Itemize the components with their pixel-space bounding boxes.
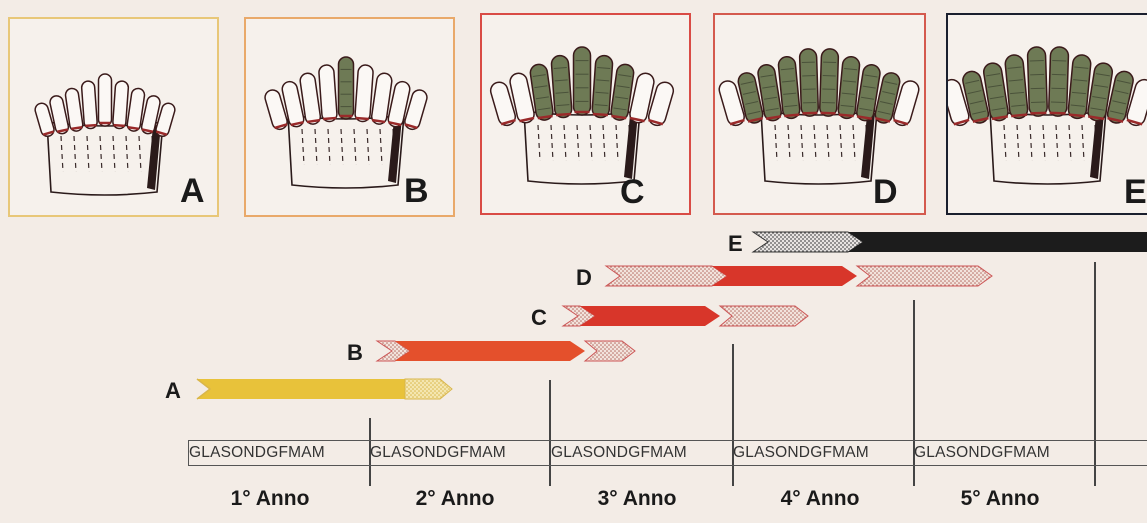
stage-bar-a [197, 379, 452, 399]
year-label-2: 2° Anno [385, 487, 525, 511]
months-year-2: GLASONDGFMAM [370, 441, 550, 465]
months-year-4: GLASONDGFMAM [733, 441, 913, 465]
months-year-3: GLASONDGFMAM [551, 441, 731, 465]
year-label-4: 4° Anno [750, 487, 890, 511]
months-year-5: GLASONDGFMAM [914, 441, 1094, 465]
stage-label-e: E [728, 231, 743, 257]
months-year-1: GLASONDGFMAM [189, 441, 369, 465]
month-timeline: GLASONDGFMAM GLASONDGFMAM GLASONDGFMAM G… [188, 440, 1147, 466]
stage-bar-b [377, 341, 635, 361]
stage-label-d: D [576, 265, 592, 291]
year-label-1: 1° Anno [200, 487, 340, 511]
stage-bar-d [606, 266, 992, 286]
stage-bar-c [563, 306, 808, 326]
stage-label-b: B [347, 340, 363, 366]
stage-label-a: A [165, 378, 181, 404]
year-divider-2 [549, 380, 551, 486]
year-label-5: 5° Anno [930, 487, 1070, 511]
stage-label-c: C [531, 305, 547, 331]
stage-bar-e [753, 232, 1147, 252]
year-label-3: 3° Anno [567, 487, 707, 511]
